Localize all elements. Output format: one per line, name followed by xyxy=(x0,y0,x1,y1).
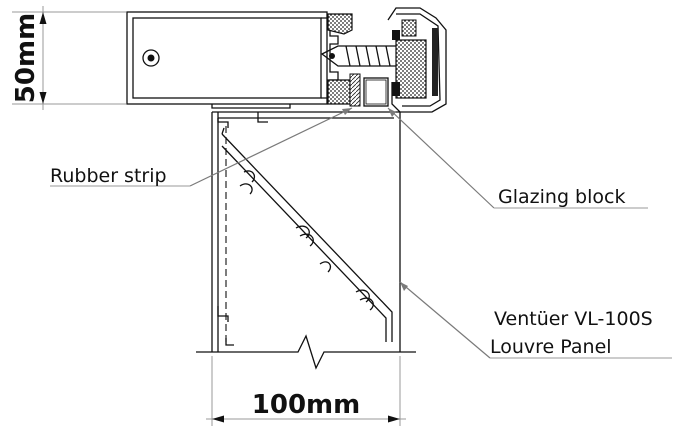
louvre-panel-frame xyxy=(196,111,416,370)
glazing-block-part xyxy=(363,77,389,107)
lower-gasket xyxy=(327,79,351,105)
glazing-assembly xyxy=(320,7,447,113)
louvre-blade xyxy=(221,127,393,342)
rubber-strip-part xyxy=(349,73,361,107)
height-dimension-label: 50mm xyxy=(11,13,41,103)
product-name-label: Ventüer VL-100S xyxy=(494,308,653,330)
height-dimension: 50mm xyxy=(11,6,126,110)
infill-gasket xyxy=(395,39,427,99)
glazing-block-label: Glazing block xyxy=(498,186,625,208)
upper-gasket xyxy=(327,13,353,35)
transom-frame xyxy=(126,11,339,109)
leader-lines xyxy=(50,107,672,359)
width-dimension-label: 100mm xyxy=(252,390,360,420)
width-dimension: 100mm xyxy=(206,356,406,426)
fixing-screw xyxy=(320,45,399,67)
rubber-strip-label: Rubber strip xyxy=(50,165,167,187)
product-type-label: Louvre Panel xyxy=(490,336,612,358)
